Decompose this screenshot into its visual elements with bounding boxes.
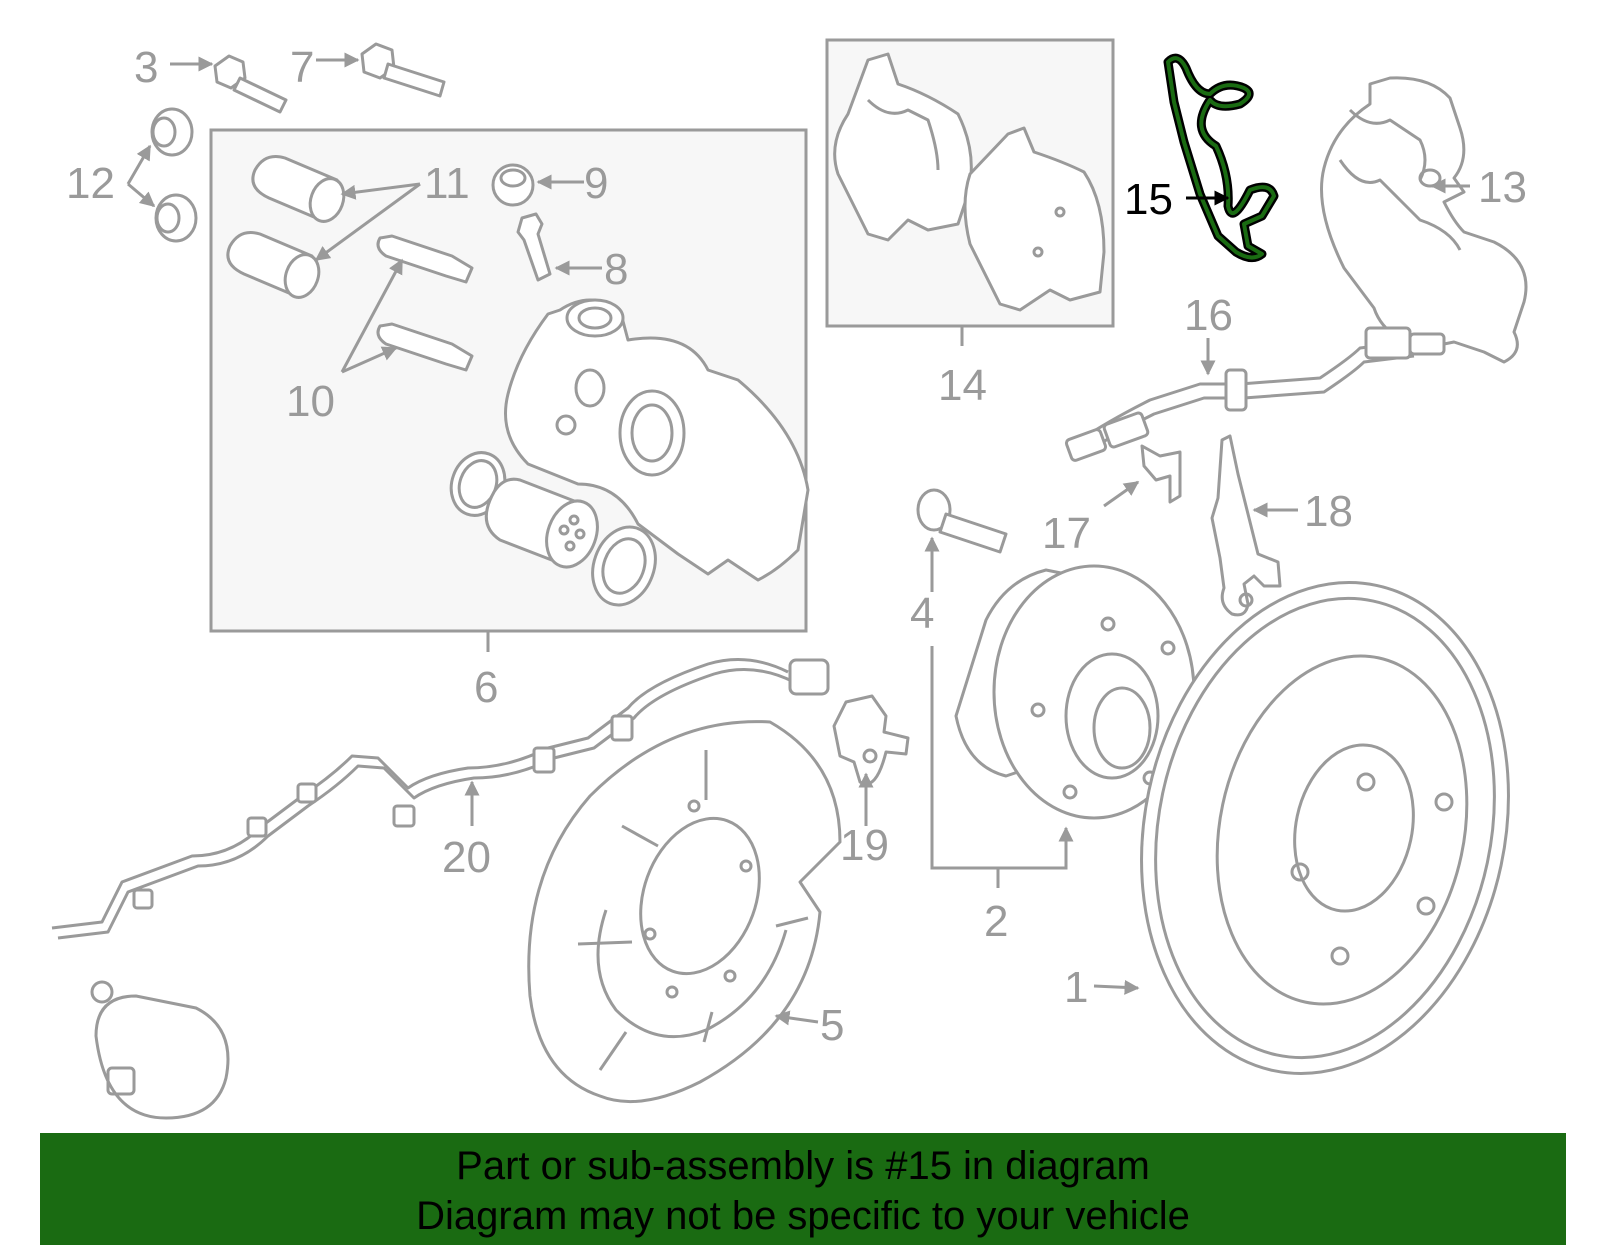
caliper-body	[504, 298, 810, 582]
part-8-bleeder	[516, 212, 552, 282]
part-19-sensor	[832, 694, 910, 786]
info-banner: Part or sub-assembly is #15 in diagram D…	[40, 1133, 1566, 1245]
part-12-bushings	[150, 107, 198, 243]
callout-16: 16	[1184, 291, 1233, 340]
callout-1: 1	[1064, 963, 1088, 1012]
part-7-bolt	[360, 42, 446, 98]
callout-2: 2	[984, 897, 1008, 946]
callout-19: 19	[840, 821, 889, 870]
part-16-hose	[1064, 326, 1446, 462]
part-5-shield	[527, 720, 842, 1104]
callout-6: 6	[474, 663, 498, 712]
callout-4: 4	[910, 589, 934, 638]
callout-20: 20	[442, 833, 491, 882]
callout-5: 5	[820, 1001, 844, 1050]
part-20-harness	[51, 658, 830, 1120]
banner-line-1: Part or sub-assembly is #15 in diagram	[456, 1144, 1150, 1188]
part-1-rotor	[1140, 581, 1510, 1075]
part-15-clip	[1163, 53, 1279, 262]
part-4-bolt	[916, 488, 1008, 554]
callout-17: 17	[1042, 509, 1091, 558]
part-3-bolt	[213, 54, 288, 114]
leader-lines	[126, 52, 1470, 1026]
part-18-bracket	[1210, 434, 1282, 617]
callout-15: 15	[1124, 175, 1173, 224]
part-2-hub	[954, 564, 1196, 820]
callout-10: 10	[286, 377, 335, 426]
callout-11: 11	[424, 159, 470, 208]
part-9-cap	[491, 163, 535, 207]
part-14-brake-pads	[833, 52, 1106, 312]
part-13-caliper-bracket	[1320, 76, 1528, 364]
callout-9: 9	[584, 159, 608, 208]
callout-8: 8	[604, 245, 628, 294]
callout-7: 7	[290, 43, 314, 92]
part-11-sleeves	[226, 155, 346, 299]
part-17-clip	[1140, 444, 1182, 504]
callout-14: 14	[938, 361, 987, 410]
callout-13: 13	[1478, 163, 1527, 212]
piston	[484, 477, 599, 569]
callout-12: 12	[66, 159, 115, 208]
callout-3: 3	[134, 43, 158, 92]
piston-boot	[591, 525, 657, 607]
callout-18: 18	[1304, 487, 1353, 536]
part-10-guide-pins	[376, 234, 474, 372]
banner-line-2: Diagram may not be specific to your vehi…	[416, 1194, 1190, 1238]
